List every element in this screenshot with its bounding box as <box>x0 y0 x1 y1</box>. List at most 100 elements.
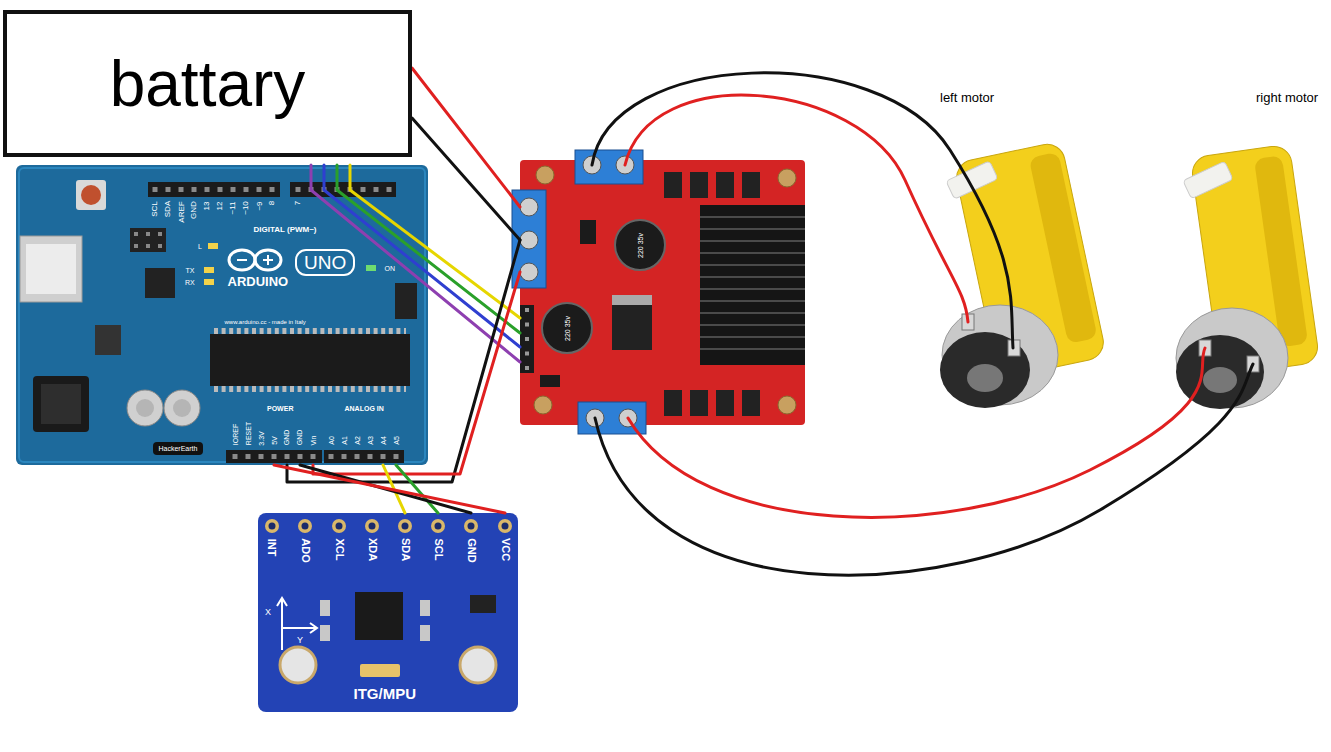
arduino-board-art-part <box>130 228 166 252</box>
pin-label: A2 <box>353 436 360 445</box>
arduino-board-art-part <box>324 450 404 463</box>
motor-driver-art-part-part <box>700 264 805 266</box>
arduino-board-art-part <box>148 182 280 197</box>
pin-label: SDA <box>400 538 411 561</box>
mpu-board-art-part <box>258 513 518 712</box>
motor-driver-art-part <box>520 160 805 425</box>
arduino-board-art-part <box>20 236 82 302</box>
pin-label: VCC <box>500 538 511 561</box>
right-motor-art-part <box>1183 161 1233 199</box>
arduino-board-art-part <box>153 187 279 192</box>
pin-label: INT <box>266 538 277 556</box>
mpu-board-art-part-part <box>277 598 287 606</box>
pin-label: SCL <box>151 201 159 217</box>
battery-box: battary <box>3 10 412 157</box>
pin-label: GND <box>296 429 303 445</box>
wire-path <box>337 165 520 333</box>
mpu-board-art-part <box>360 664 400 677</box>
arduino-board-art-part <box>237 259 247 261</box>
mpu-board-art-part-part <box>398 519 412 533</box>
left-motor-art <box>940 141 1107 408</box>
motor-driver-art-part <box>742 390 760 416</box>
pin-label: ~11 <box>229 201 237 214</box>
arduino-board-art-part <box>214 386 406 392</box>
arduino-board: ARDUINOUNO <box>16 165 428 465</box>
arduino-board-art-part <box>204 267 214 273</box>
mpu-board-art-part <box>280 647 316 683</box>
motor-driver-art-part-part <box>700 228 805 230</box>
wire-connector <box>313 272 520 474</box>
wire-path <box>274 465 505 513</box>
motor-driver-art-part <box>520 231 538 249</box>
mpu-board-art-part-part <box>502 523 509 530</box>
mpu-board-art-part-part <box>369 523 376 530</box>
mpu-board-art-part-part <box>269 523 276 530</box>
maker-tag: HackerEarth <box>153 442 204 455</box>
pin-label: RX <box>185 279 195 286</box>
arduino-board-art-part-part <box>229 250 255 270</box>
mpu-board-art-part-part <box>435 523 442 530</box>
motor-driver-art-part <box>716 172 734 198</box>
arduino-board-art-part <box>81 185 101 205</box>
left-motor-art-part <box>967 364 1003 392</box>
mpu-board-art-part-part <box>464 519 478 533</box>
motor-driver-art-part-part <box>700 324 805 326</box>
right-motor-art-part <box>1176 308 1288 408</box>
mpu-board-art-part-part <box>431 519 445 533</box>
arduino-board-art-part <box>226 450 322 463</box>
arduino-board-art-part <box>164 390 200 426</box>
arduino-board-art-part-part <box>255 250 281 270</box>
arduino-board-art-part <box>210 334 410 386</box>
capacitor-marking: 220 35v <box>563 316 570 341</box>
mpu-board-art-part-part <box>402 523 409 530</box>
pin-label: GND <box>283 429 290 445</box>
arduino-board-art-part <box>26 244 76 294</box>
pin-label: ANALOG IN <box>345 405 384 412</box>
motor-driver-art-part <box>716 390 734 416</box>
board-model: UNO <box>295 249 355 276</box>
pin-label: RESET <box>245 422 252 445</box>
pin-label: 7 <box>294 201 302 205</box>
mpu-board-art-part-part <box>336 523 343 530</box>
motor-driver-art-part <box>700 205 805 365</box>
motor-driver-art-part-part <box>700 348 805 350</box>
arduino-board-art-part <box>233 454 319 459</box>
motor-driver-art-part <box>700 217 805 349</box>
motor-driver-art-part <box>536 166 554 184</box>
motor-wires-part <box>595 364 1253 575</box>
motor-name: right motor <box>1256 91 1318 104</box>
motor-driver-art-part-part <box>700 276 805 278</box>
pin-label: SCL <box>433 538 444 560</box>
left-motor-art-part <box>1029 152 1098 344</box>
motor-driver-art-part <box>664 172 682 198</box>
wire-path <box>396 465 438 513</box>
pin-label: SDA <box>164 201 172 217</box>
motor-driver-art-part <box>520 198 538 216</box>
arduino-board-art-part <box>134 232 166 236</box>
wire-connector <box>350 165 520 318</box>
motor-driver-board: 220 35v220 35v <box>520 160 805 425</box>
pin-label: GND <box>190 201 198 219</box>
motor-driver-art-part <box>575 150 643 184</box>
motor-driver-art-part <box>540 375 560 387</box>
pin-label: GND <box>466 538 477 562</box>
mpu-board-art <box>258 513 518 712</box>
pin-label: XCL <box>334 538 345 560</box>
wire-connector <box>337 165 520 333</box>
arduino-board-art-part <box>267 255 269 265</box>
motor-wires-part <box>592 73 1013 348</box>
mpu-board-art-part-part <box>281 600 283 650</box>
mpu-board-art-part-part <box>298 519 312 533</box>
pin-label: L <box>198 243 202 250</box>
pin-label: A1 <box>340 436 347 445</box>
mpu-sensor-board: ITG/MPU <box>258 513 518 712</box>
motor-wires-part <box>625 95 968 322</box>
left-motor-art-part <box>946 161 998 199</box>
pin-label: A0 <box>327 436 334 445</box>
wire-connector <box>412 118 520 240</box>
motor-wires <box>592 73 1253 575</box>
mpu-board-art-part <box>320 600 330 616</box>
motor-wires-part <box>628 348 1205 517</box>
motor-driver-art-part <box>580 220 596 244</box>
arduino-board-art-part <box>134 244 166 248</box>
